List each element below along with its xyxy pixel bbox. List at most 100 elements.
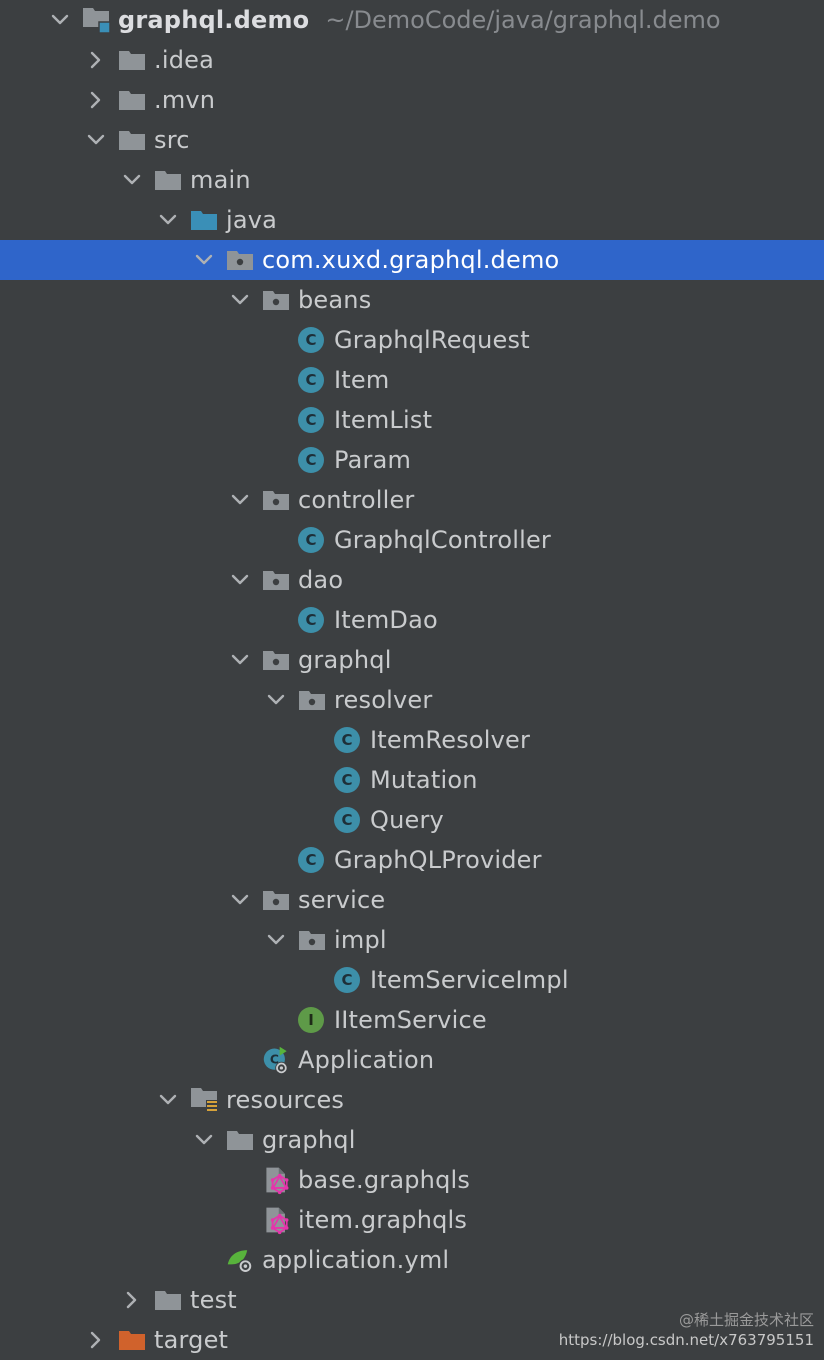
tree-item-label: dao [298,566,344,594]
tree-item-label: GraphqlRequest [334,326,530,354]
tree-item-label: main [190,166,251,194]
chevron-down-icon[interactable] [120,160,144,200]
tree-row[interactable]: dao [0,560,824,600]
tree-item-label: resources [226,1086,345,1114]
tree-row[interactable]: .idea [0,40,824,80]
spring-yml-icon [226,1240,256,1280]
tree-item-label: base.graphqls [298,1166,471,1194]
tree-item-label: GraphqlController [334,526,551,554]
class-icon: C [298,360,328,400]
tree-item-label: test [190,1286,237,1314]
tree-row[interactable]: main [0,160,824,200]
tree-item-label: service [298,886,386,914]
chevron-down-icon[interactable] [84,120,108,160]
tree-row[interactable]: graphql.demo~/DemoCode/java/graphql.demo [0,0,824,40]
interface-icon: I [298,1000,328,1040]
tree-row[interactable]: item.graphqls [0,1200,824,1240]
resources-folder-icon [190,1080,220,1120]
chevron-down-icon[interactable] [156,1080,180,1120]
tree-row[interactable]: src [0,120,824,160]
tree-row[interactable]: .mvn [0,80,824,120]
chevron-down-icon[interactable] [156,200,180,240]
tree-row[interactable]: com.xuxd.graphql.demo [0,240,824,280]
class-icon: C [334,720,364,760]
spring-app-class-icon: C [262,1040,292,1080]
folder-icon [154,1280,184,1320]
svg-text:C: C [270,1053,279,1067]
class-icon: C [298,400,328,440]
package-icon [262,640,292,680]
package-icon [262,560,292,600]
tree-item-label: graphql.demo [118,6,310,34]
tree-item-label: graphql [262,1126,356,1154]
watermark-url: https://blog.csdn.net/x763795151 [558,1331,814,1349]
tree-item-label: impl [334,926,387,954]
tree-row[interactable]: beans [0,280,824,320]
tree-row[interactable]: graphql [0,640,824,680]
chevron-down-icon[interactable] [228,280,252,320]
watermark: @稀土掘金技术社区 https://blog.csdn.net/x7637951… [559,1310,814,1350]
tree-item-label: .idea [154,46,215,74]
tree-row[interactable]: resolver [0,680,824,720]
chevron-down-icon[interactable] [228,880,252,920]
folder-icon [118,80,148,120]
class-icon: C [298,440,328,480]
tree-item-label: resolver [334,686,433,714]
folder-icon [118,40,148,80]
chevron-down-icon[interactable] [192,240,216,280]
graphql-file-icon [262,1200,292,1240]
class-icon: C [298,840,328,880]
chevron-right-icon[interactable] [120,1280,144,1320]
tree-row[interactable]: service [0,880,824,920]
chevron-right-icon[interactable] [84,1320,108,1360]
chevron-down-icon[interactable] [228,640,252,680]
chevron-right-icon[interactable] [84,80,108,120]
excluded-folder-icon [118,1320,148,1360]
chevron-down-icon[interactable] [228,560,252,600]
source-root-folder-icon [190,200,220,240]
tree-row[interactable]: target [0,1320,824,1360]
watermark-site: @稀土掘金技术社区 [678,1311,814,1329]
package-icon [226,240,256,280]
tree-item-label: application.yml [262,1246,450,1274]
class-icon: C [334,960,364,1000]
tree-item-label: java [226,206,278,234]
chevron-right-icon[interactable] [84,40,108,80]
chevron-down-icon[interactable] [264,920,288,960]
tree-row[interactable]: base.graphqls [0,1160,824,1200]
package-icon [262,480,292,520]
tree-row[interactable]: test [0,1280,824,1320]
tree-row[interactable]: graphql [0,1120,824,1160]
tree-item-label: .mvn [154,86,216,114]
chevron-down-icon[interactable] [192,1120,216,1160]
tree-row[interactable]: impl [0,920,824,960]
tree-item-label: ItemDao [334,606,438,634]
tree-row[interactable]: resources [0,1080,824,1120]
tree-row[interactable]: application.yml [0,1240,824,1280]
tree-item-label: Item [334,366,390,394]
chevron-down-icon[interactable] [228,480,252,520]
tree-item-label: ItemResolver [370,726,531,754]
tree-item-label: item.graphqls [298,1206,468,1234]
graphql-file-icon [262,1160,292,1200]
chevron-down-icon[interactable] [264,680,288,720]
tree-row[interactable]: controller [0,480,824,520]
class-icon: C [334,800,364,840]
tree-row[interactable]: java [0,200,824,240]
chevron-down-icon[interactable] [48,0,72,40]
tree-item-label: Param [334,446,412,474]
